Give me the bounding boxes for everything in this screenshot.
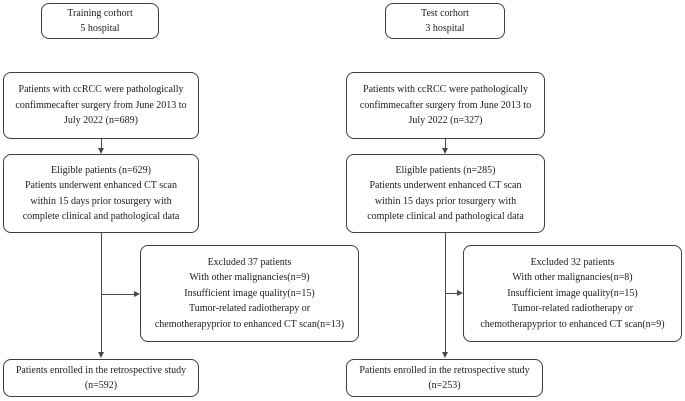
training-enrolled-box: Patients enrolled in the retrospective s… (3, 359, 199, 397)
training-source-to-eligible-line (100, 139, 102, 148)
test-source-to-eligible-line (444, 139, 446, 148)
training-eligible-box: Eligible patients (n=629) Patients under… (3, 154, 199, 233)
test-excluded-box: Excluded 32 patients With other malignan… (463, 245, 682, 342)
training-excluded-branch-line (101, 293, 134, 295)
test-eligible-box: Eligible patients (n=285) Patients under… (346, 154, 545, 233)
arrow-down-icon (441, 352, 448, 358)
arrow-right-icon (134, 290, 140, 297)
training-excluded-box: Excluded 37 patients With other malignan… (140, 245, 359, 342)
training-cohort-box: Training corhort 5 hospital (41, 3, 159, 39)
test-cohort-box: Test corhort 3 hospital (385, 3, 505, 39)
training-eligible-to-enrolled-line (100, 233, 102, 352)
arrow-right-icon (457, 289, 463, 296)
arrow-down-icon (97, 352, 104, 358)
arrow-down-icon (97, 148, 104, 154)
test-enrolled-box: Patients enrolled in the retrospective s… (346, 359, 543, 397)
arrow-down-icon (441, 148, 448, 154)
test-source-box: Patients with ccRCC were pathologically … (346, 72, 545, 139)
training-source-box: Patients with ccRCC were pathologically … (3, 72, 199, 139)
test-excluded-branch-line (445, 292, 457, 294)
